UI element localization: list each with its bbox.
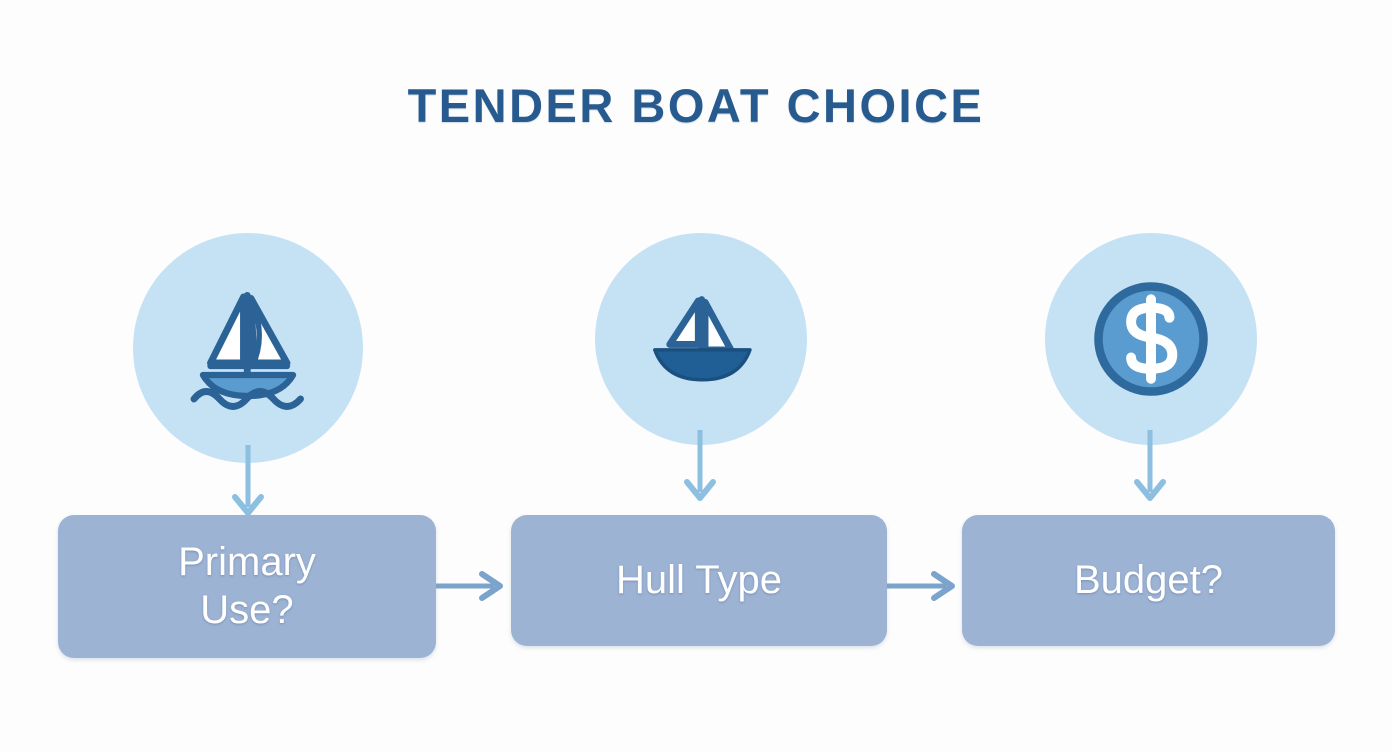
process-box-hull-type[interactable]: Hull Type (511, 515, 887, 646)
sailboat-hull-icon (653, 296, 752, 382)
icon-circle-primary-use (133, 233, 363, 463)
page-title: TENDER BOAT CHOICE (407, 79, 985, 132)
dollar-coin-icon (1094, 282, 1208, 396)
process-box-primary-use[interactable]: Primary Use? (58, 515, 436, 658)
icon-circle-hull-type (595, 233, 807, 445)
down-arrow-to-hull-type (684, 430, 716, 501)
process-box-label: Hull Type (615, 557, 782, 602)
right-arrow-primary-use-to-hull-type (432, 571, 503, 601)
process-box-label: Budget? (1073, 557, 1224, 602)
process-box-label: Primary Use? (178, 540, 316, 632)
down-arrow-to-budget (1134, 430, 1166, 501)
icon-circle-budget (1045, 233, 1257, 445)
down-arrow-to-primary-use (232, 445, 264, 516)
process-box-budget[interactable]: Budget? (962, 515, 1335, 646)
right-arrow-hull-type-to-budget (884, 571, 955, 601)
sailboat-waves-icon (190, 292, 304, 410)
